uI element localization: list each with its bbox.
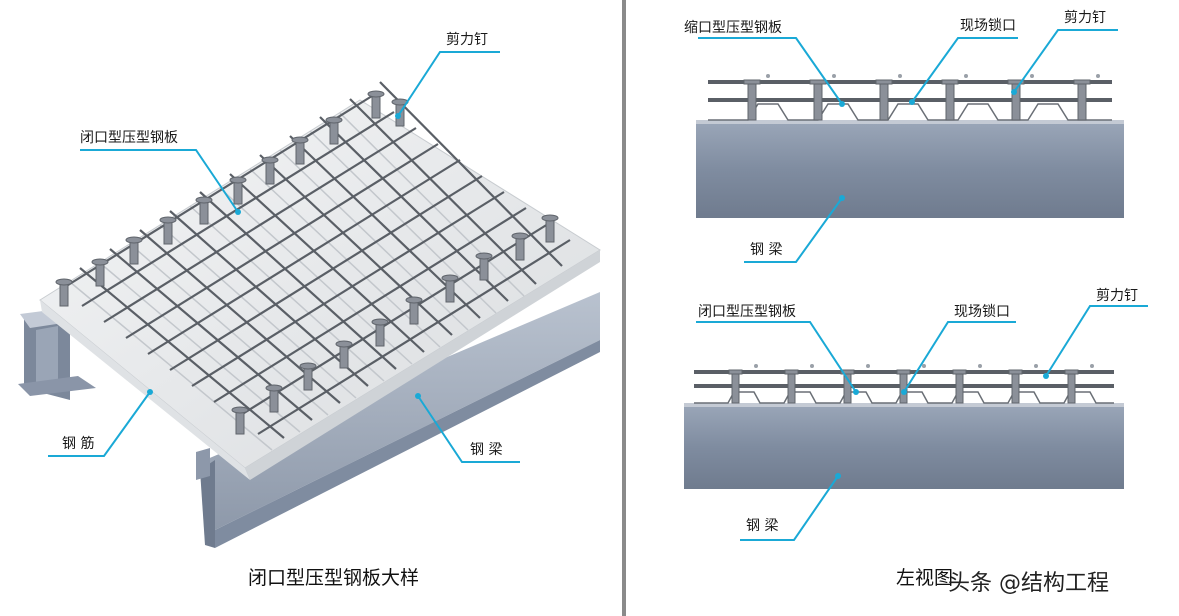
isometric-detail-panel: 剪力钉 闭口型压型钢板 钢 筋 钢 梁 闭口型压型钢板大样 (18, 32, 601, 589)
label-bottom-lock: 现场锁口 (954, 304, 1010, 320)
leader-dots (147, 113, 421, 399)
side-view-drawing: 缩口型压型钢板 现场锁口 剪力钉 钢 梁 (684, 10, 1148, 596)
label-bottom-beam: 钢 梁 (746, 518, 778, 534)
label-top-stud: 剪力钉 (1064, 10, 1106, 26)
beam-elevation-bottom (684, 405, 1124, 489)
label-top-beam: 钢 梁 (750, 242, 782, 258)
side-view-top: 缩口型压型钢板 现场锁口 剪力钉 钢 梁 (684, 10, 1124, 263)
leader-top-lock (911, 37, 1018, 103)
label-bottom-deck: 闭口型压型钢板 (698, 304, 796, 320)
leader-steel-beam (417, 395, 520, 463)
label-closed-deck: 闭口型压型钢板 (80, 130, 178, 146)
leader-rebar (48, 391, 151, 457)
deck-plate (39, 99, 601, 480)
leader-shear-stud (397, 51, 500, 117)
leader-bottom-stud (1045, 305, 1148, 377)
caption-side-view: 左视图 (896, 567, 953, 589)
label-rebar: 钢 筋 (62, 435, 94, 452)
steel-beam-left-end (18, 306, 96, 400)
deck-ribs (69, 112, 525, 451)
side-view-bottom: 闭口型压型钢板 现场锁口 剪力钉 钢 梁 (684, 288, 1148, 541)
leader-bottom-beam (740, 475, 839, 541)
leader-bottom-lock (903, 321, 1016, 393)
label-steel-beam: 钢 梁 (470, 442, 502, 458)
panel-divider (622, 0, 626, 616)
beam-elevation-top (696, 122, 1124, 218)
isometric-detail-drawing: 剪力钉 闭口型压型钢板 钢 筋 钢 梁 闭口型压型钢板大样 (18, 32, 601, 589)
caption-isometric: 闭口型压型钢板大样 (248, 567, 419, 589)
leader-lines (48, 51, 520, 463)
label-top-deck: 缩口型压型钢板 (684, 20, 782, 36)
leader-bottom-deck (696, 321, 857, 393)
label-top-lock: 现场锁口 (960, 18, 1016, 34)
steel-beam-main (196, 292, 600, 548)
side-view-panel: 缩口型压型钢板 现场锁口 剪力钉 钢 梁 (628, 0, 1179, 616)
leader-top-beam (744, 197, 843, 263)
leader-top-deck (698, 37, 843, 105)
leader-closed-deck (80, 149, 239, 213)
watermark: 头条 @结构工程 (948, 571, 1109, 596)
label-bottom-stud: 剪力钉 (1096, 288, 1138, 304)
leader-top-stud (1013, 29, 1118, 93)
label-shear-stud: 剪力钉 (446, 32, 488, 48)
